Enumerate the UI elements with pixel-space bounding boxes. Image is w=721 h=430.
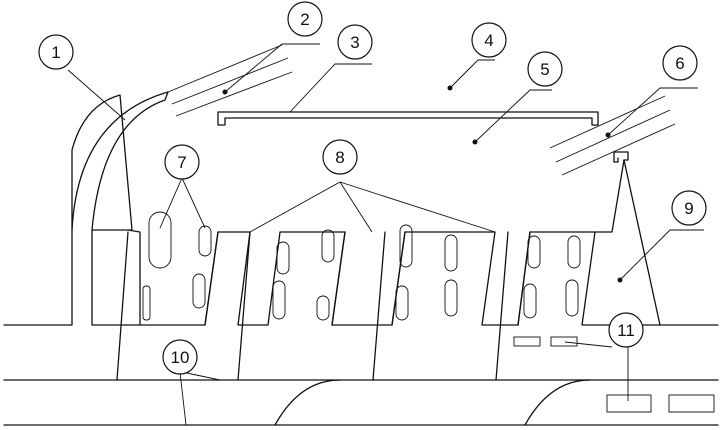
hatching-right [549, 95, 676, 176]
callout-label: 8 [335, 148, 344, 167]
chamber-wall-b [331, 231, 346, 326]
chamber-wall-c [391, 231, 406, 326]
openings [142, 211, 581, 321]
callout-label: 2 [300, 10, 309, 29]
callout-7: 7 [164, 144, 200, 180]
callout-9: 9 [671, 190, 707, 226]
pillar-3 [372, 231, 386, 381]
hatching-left [167, 44, 293, 117]
callout-label: 3 [350, 33, 359, 52]
sensor-blocks [513, 336, 715, 413]
callout-1: 1 [38, 34, 74, 70]
callout-5: 5 [527, 51, 563, 87]
callout-3: 3 [337, 24, 373, 60]
base-line-lower [3, 379, 591, 426]
callout-label: 6 [675, 54, 684, 73]
right-wall [613, 151, 661, 326]
chamber-wall-a [204, 231, 219, 326]
pillar-1 [116, 231, 129, 381]
roof-slab [217, 111, 599, 126]
pillar-4 [495, 231, 509, 381]
callout-10: 10 [162, 339, 198, 375]
callout-label: 7 [177, 153, 186, 172]
leader-dots [222, 85, 623, 283]
callout-11: 11 [608, 312, 644, 348]
callout-label: 1 [51, 43, 60, 62]
arch-outer [71, 91, 169, 231]
pillar-2 [237, 231, 251, 381]
callout-2: 2 [287, 1, 323, 37]
callout-label: 11 [617, 321, 635, 340]
inner-wall-right [594, 159, 625, 233]
callout-4: 4 [471, 22, 507, 58]
right-wall-top [613, 151, 619, 163]
callout-label: 10 [171, 348, 190, 367]
callout-label: 4 [484, 31, 493, 50]
callout-8: 8 [322, 139, 358, 175]
leader-lines [67, 43, 704, 426]
callout-6: 6 [662, 45, 698, 81]
ground-outline [3, 94, 719, 326]
callout-label: 9 [684, 199, 693, 218]
callout-label: 5 [540, 60, 549, 79]
